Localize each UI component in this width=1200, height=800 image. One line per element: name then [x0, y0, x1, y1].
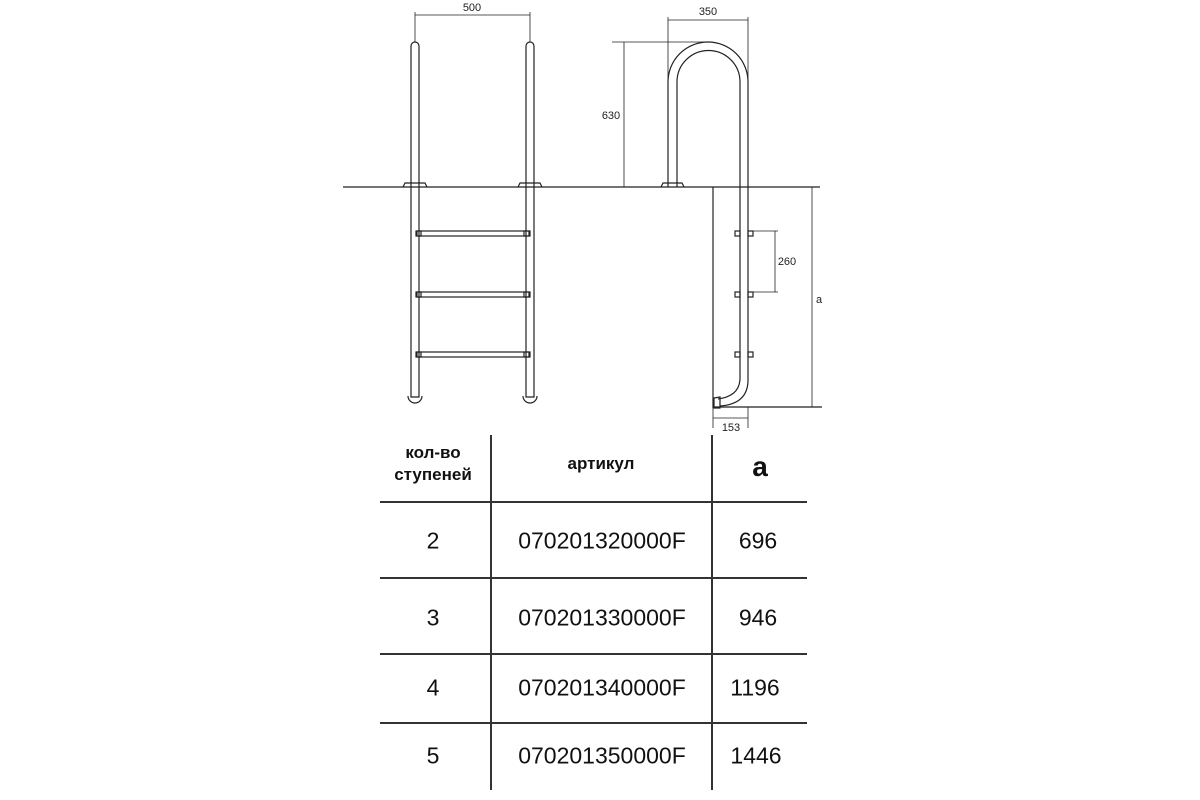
cell-a: 696	[738, 527, 778, 554]
table-grid	[380, 435, 807, 790]
dim-bottom-offset: 153	[722, 422, 740, 434]
dim-handrail-height: 630	[602, 110, 620, 122]
header-steps-line1: кол-во	[405, 443, 461, 462]
side-flange	[660, 182, 685, 188]
cell-article: 070201340000F	[518, 674, 686, 701]
header-article: артикул	[567, 454, 635, 473]
handrail-inner	[676, 49, 741, 400]
header-a: a	[752, 451, 768, 482]
dim-depth-a: a	[816, 294, 823, 306]
step	[416, 291, 531, 298]
left-flange	[402, 182, 428, 188]
header-steps: кол-во ступеней	[394, 442, 472, 486]
dim-side-width: 350	[699, 6, 717, 18]
right-foot	[522, 395, 538, 404]
cell-steps: 5	[426, 742, 440, 769]
anchor-foot	[713, 396, 721, 409]
dim-step-spacing: 260	[778, 256, 796, 268]
left-rail	[410, 41, 420, 398]
step	[416, 230, 531, 237]
left-foot	[407, 395, 423, 404]
cell-a: 946	[738, 604, 778, 631]
header-steps-line2: ступеней	[394, 465, 472, 484]
cell-a: 1196	[730, 674, 780, 701]
right-flange	[517, 182, 543, 188]
cell-a: 1446	[730, 742, 782, 769]
cell-steps: 3	[426, 604, 440, 631]
cell-article: 070201350000F	[518, 742, 686, 769]
front-view	[402, 12, 543, 404]
side-view	[612, 17, 822, 428]
cell-steps: 4	[426, 674, 440, 701]
cell-article: 070201320000F	[518, 527, 686, 554]
right-rail	[525, 41, 535, 398]
cell-steps: 2	[426, 527, 440, 554]
step	[416, 351, 531, 358]
dim-front-width: 500	[463, 2, 481, 14]
cell-article: 070201330000F	[518, 604, 686, 631]
handrail-outer	[667, 41, 749, 407]
